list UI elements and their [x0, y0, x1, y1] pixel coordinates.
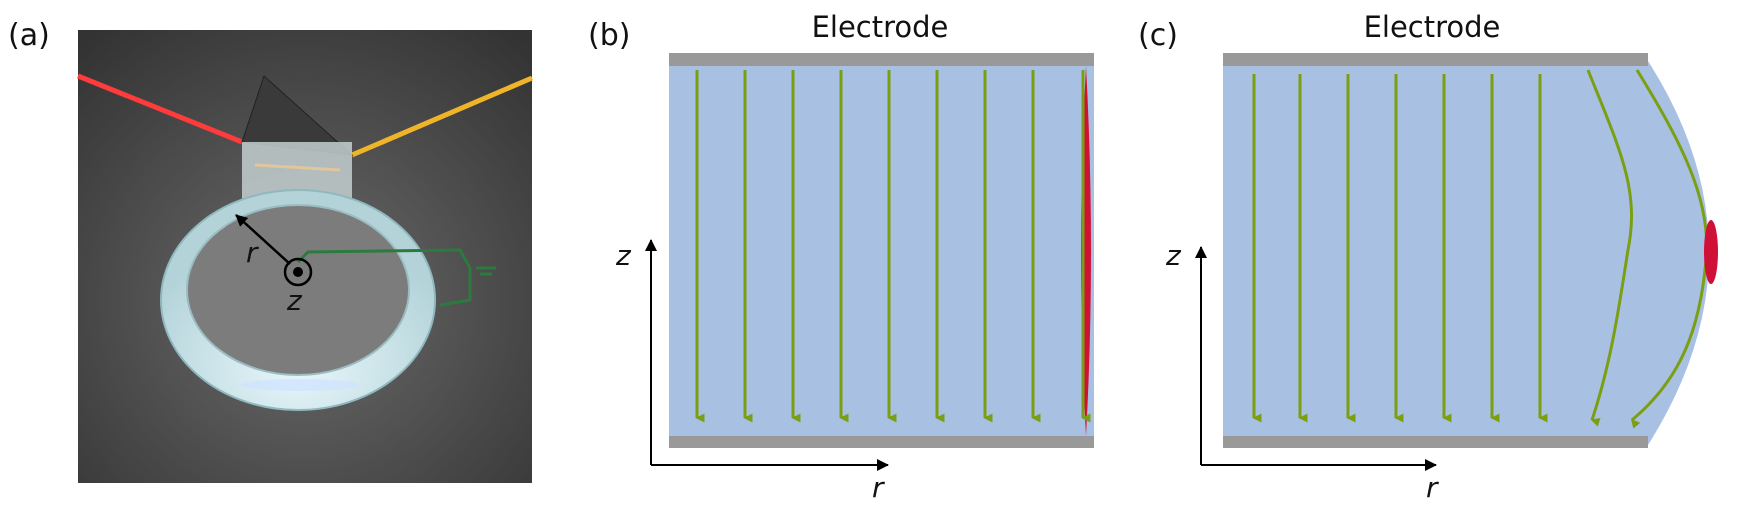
panel-b-r-label: r	[872, 471, 885, 504]
panel-b-electrode-label: Electrode	[812, 10, 949, 44]
panel-c: (c) Electrode z r	[1138, 10, 1718, 504]
top-electrode	[669, 53, 1094, 66]
panel-a-r-label: r	[246, 236, 259, 269]
bottom-electrode	[669, 436, 1094, 448]
top-electrode	[1223, 53, 1648, 66]
panel-a: (a) r z	[8, 18, 533, 483]
r-direction-arrow	[235, 214, 291, 265]
field-lines	[695, 70, 1041, 423]
bottom-electrode	[1223, 436, 1648, 448]
panel-c-label: (c)	[1138, 18, 1178, 53]
field-lines	[1252, 74, 1548, 423]
sample-well	[186, 204, 410, 376]
panel-c-r-label: r	[1426, 471, 1439, 504]
circuit-wire	[296, 248, 472, 307]
prism-face	[242, 142, 352, 200]
red-laser-beam	[77, 73, 243, 145]
electrolyte-region	[669, 61, 1094, 445]
panel-c-electrode-label: Electrode	[1364, 10, 1501, 44]
panel-b-z-label: z	[615, 239, 632, 272]
panel-b: (b) Electrode z r	[588, 10, 1094, 504]
panel-c-z-label: z	[1165, 239, 1182, 272]
panel-b-label: (b)	[588, 18, 630, 53]
panel-a-label: (a)	[8, 18, 50, 53]
electrolyte-region	[1223, 61, 1709, 445]
yellow-laser-beam	[351, 75, 533, 158]
panel-a-z-label: z	[286, 284, 303, 317]
bent-field-line	[1586, 69, 1634, 427]
z-axis-out-of-page-icon	[283, 257, 313, 287]
surface-charge	[1704, 220, 1718, 284]
